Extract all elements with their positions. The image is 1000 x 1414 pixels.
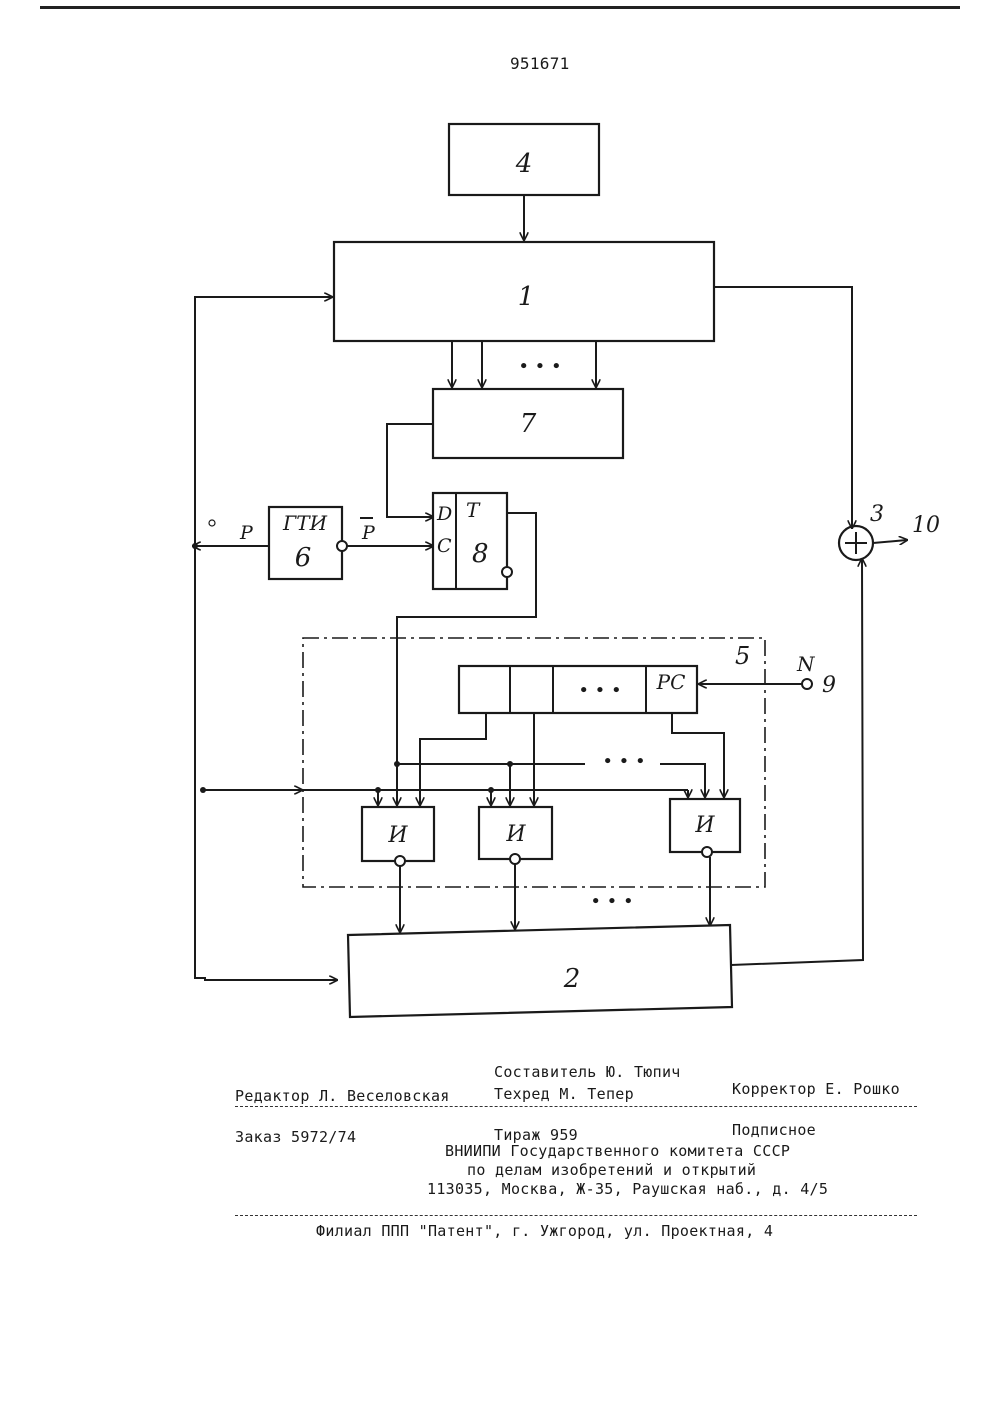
and-gate-3-inverted-output: [702, 847, 712, 857]
summator-label: 3: [870, 502, 884, 527]
generator-number: 6: [295, 543, 312, 573]
signal-p-bar: P: [361, 522, 376, 544]
junction: [192, 543, 198, 549]
ellipsis-2: • • •: [590, 891, 633, 912]
and-gate-3-label: И: [694, 813, 715, 838]
block-1-label: 1: [518, 282, 535, 312]
block-4-label: 4: [515, 149, 533, 179]
wire-summator-output: [873, 540, 907, 543]
group-5-label: 5: [735, 642, 750, 670]
trigger-d-label: D: [436, 503, 452, 525]
input-terminal-9: [802, 679, 812, 689]
register-ellipsis: • • •: [578, 680, 621, 701]
junction: [375, 787, 381, 793]
trigger-t-label: T: [466, 498, 481, 522]
wire-reg-to-and1: [420, 713, 486, 805]
branch: Филиал ППП "Патент", г. Ужгород, ул. Про…: [316, 1222, 773, 1240]
org-line-3: 113035, Москва, Ж-35, Раушская наб., д. …: [427, 1180, 828, 1198]
wire-7-to-trigger-d: [387, 424, 433, 517]
signal-p: P: [239, 522, 254, 544]
terminal-mark: [209, 520, 215, 526]
order: Заказ 5972/74: [235, 1128, 356, 1146]
org-line-2: по делам изобретений и открытий: [467, 1161, 756, 1179]
compiler: Составитель Ю. Тюпич: [494, 1063, 681, 1081]
wire-trigger-to-and2: [397, 764, 510, 805]
block-diagram: 4 1 • • • 7 ГТИ 6 P P D C T 8 • • • 5 • …: [0, 0, 1000, 1050]
generator-title: ГТИ: [282, 511, 328, 535]
junction: [507, 761, 513, 767]
junction: [200, 787, 206, 793]
trigger-number: 8: [472, 539, 489, 569]
techred: Техред М. Тепер: [494, 1085, 634, 1103]
generator-inverted-output: [337, 541, 347, 551]
org-line-1: ВНИИПИ Государственного комитета СССР: [445, 1142, 790, 1160]
divider-1: [235, 1106, 917, 1107]
junction: [488, 787, 494, 793]
ellipsis-1: • • •: [518, 356, 561, 377]
subscription: Подписное: [732, 1121, 816, 1139]
block-2: [348, 925, 732, 1017]
wire-trigger-to-and3: [660, 764, 705, 797]
and-gate-2-label: И: [505, 822, 526, 847]
register-label: РС: [656, 670, 686, 694]
block-2-label: 2: [563, 964, 581, 994]
and-gate-2-inverted-output: [510, 854, 520, 864]
junction: [394, 761, 400, 767]
and-gate-1-inverted-output: [395, 856, 405, 866]
and-gate-1-label: И: [387, 823, 408, 848]
input-n-label: N: [796, 652, 816, 676]
trigger-c-label: C: [437, 535, 452, 557]
input-9-label: 9: [822, 673, 836, 698]
block-7-label: 7: [520, 409, 537, 439]
corrector: Корректор Е. Рошко: [732, 1080, 900, 1098]
output-10-label: 10: [912, 513, 940, 538]
editor: Редактор Л. Веселовская: [235, 1087, 450, 1105]
wire-2-to-summator: [731, 559, 863, 965]
ellipsis-bus: • • •: [602, 751, 645, 772]
wire-reg-to-and3: [672, 713, 724, 797]
wire-1-to-summator: [714, 287, 852, 528]
divider-2: [235, 1215, 917, 1216]
trigger-inverted-output: [502, 567, 512, 577]
wire-trigger-to-and1: [397, 513, 536, 805]
